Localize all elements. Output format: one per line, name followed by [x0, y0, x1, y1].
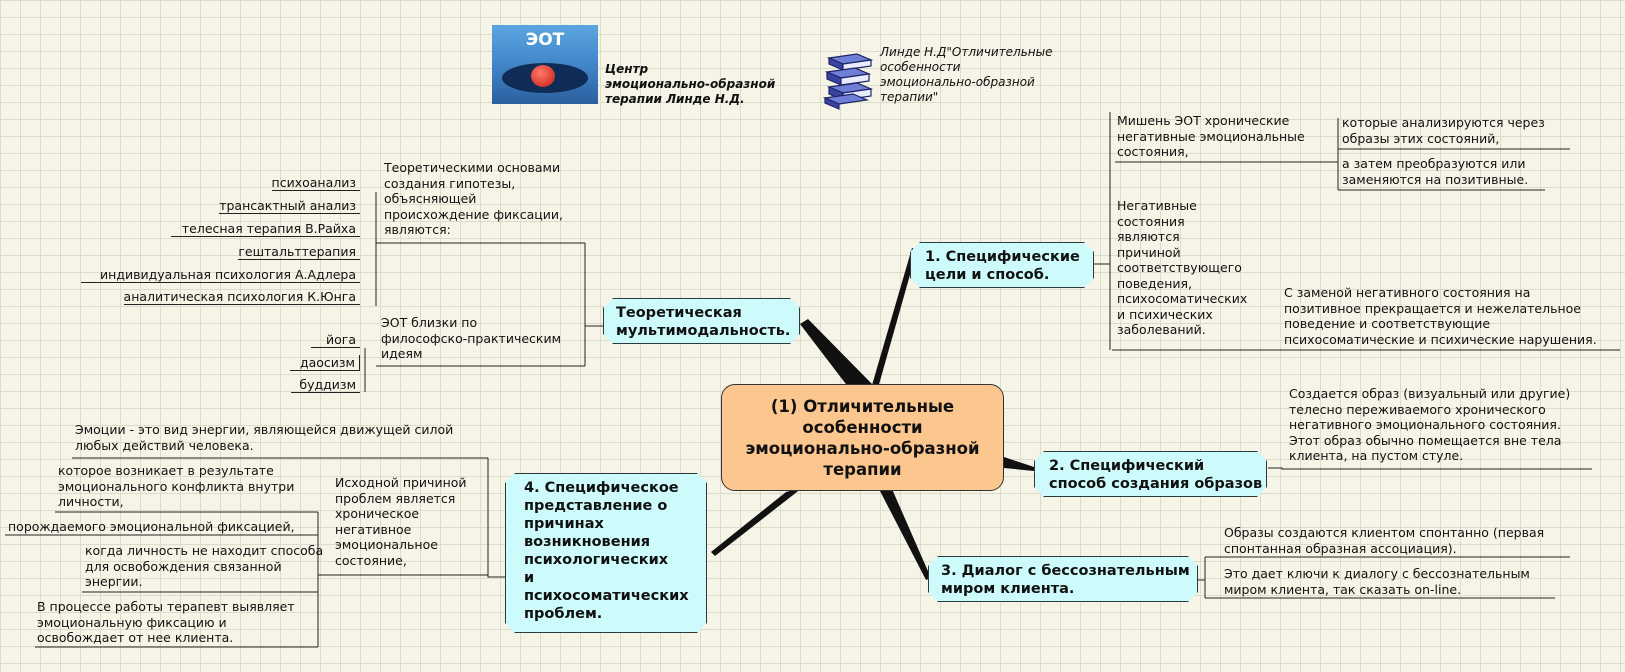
b5-philosophy-intro: ЭОТ близки по философско-практическим ид…: [381, 315, 562, 361]
theory-item: психоанализ: [271, 175, 360, 191]
philosophy-item: буддизм: [291, 377, 360, 393]
b3-keys-note: Это дает ключи к диалогу с бессознательн…: [1224, 566, 1530, 597]
b4-bracket: [487, 458, 505, 578]
theory-item: гештальттерапия: [238, 244, 360, 260]
books-icon: [823, 53, 874, 110]
branch-image-creation[interactable]: 2. Специфический способ создания образов: [1034, 451, 1267, 497]
branch-unconscious-dialog[interactable]: 3. Диалог с бессознательным миром клиент…: [928, 556, 1198, 602]
spoke-b4: [711, 488, 802, 556]
b1-transformed-note: а затем преобразуются или заменяются на …: [1342, 156, 1529, 187]
heart-icon: [531, 65, 555, 87]
branch-problem-causes[interactable]: 4. Специфическое представление о причина…: [505, 473, 707, 633]
b2-connector: [1268, 467, 1592, 470]
b4-emotions-note: Эмоции - это вид энергии, являющейся дви…: [75, 422, 454, 453]
philosophy-item: даосизм: [290, 355, 360, 371]
b1-target-note: Мишень ЭОТ хронические негативные эмоцио…: [1117, 113, 1305, 159]
b4-conflict-note: которое возникает в результате эмоционал…: [58, 463, 295, 509]
philosophy-item: йога: [311, 332, 360, 348]
spoke-b1: [870, 248, 917, 392]
spoke-b2: [1004, 457, 1034, 471]
b4-therapy-note: В процессе работы терапевт выявляет эмоц…: [37, 599, 295, 645]
theory-item: аналитическая психология К.Юнга: [123, 289, 360, 305]
branch-specific-goals[interactable]: 1. Специфические цели и способ.: [910, 242, 1094, 288]
book-caption: Линде Н.Д"Отличительные особенности эмоц…: [880, 45, 1053, 104]
b1-bracket: [1094, 112, 1111, 350]
spoke-b3: [880, 489, 931, 580]
b1-replacement-note: С заменой негативного состояния на позит…: [1284, 285, 1597, 347]
b5-theory-intro: Теоретическими основами создания гипотез…: [384, 160, 563, 237]
logo-title: ЭОТ: [525, 30, 565, 50]
b4-cause-note: Исходной причиной проблем является хрони…: [335, 475, 467, 568]
central-topic[interactable]: (1) Отличительные особенности эмоциональ…: [721, 384, 1004, 491]
b4-fixation-note: порождаемого эмоциональной фиксацией,: [8, 519, 295, 534]
b1-sub-bracket: [1330, 118, 1339, 190]
theory-item: телесная терапия В.Райха: [171, 221, 360, 237]
b5-bracket: [584, 243, 603, 366]
theory-item: индивидуальная психология А.Адлера: [81, 267, 360, 283]
branch-multimodality[interactable]: Теоретическая мультимодальность.: [603, 298, 800, 344]
b2-note: Создается образ (визуальный или другие) …: [1289, 386, 1571, 463]
eot-logo: ЭОТ: [492, 25, 598, 104]
b3-bracket: [1198, 557, 1206, 598]
b1-analyzed-note: которые анализируются через образы этих …: [1342, 115, 1545, 146]
b3-spontaneous-note: Образы создаются клиентом спонтанно (пер…: [1224, 525, 1545, 556]
b4-sub-bracket: [317, 512, 328, 647]
b1-negative-note: Негативные состояния являются причиной с…: [1117, 198, 1248, 337]
spoke-b5: [800, 319, 872, 392]
b4-noway-note: когда личность не находит способа для ос…: [85, 543, 324, 589]
theory-item: трансактный анализ: [219, 198, 360, 214]
center-caption: Центр эмоционально-образной терапии Линд…: [605, 62, 776, 106]
